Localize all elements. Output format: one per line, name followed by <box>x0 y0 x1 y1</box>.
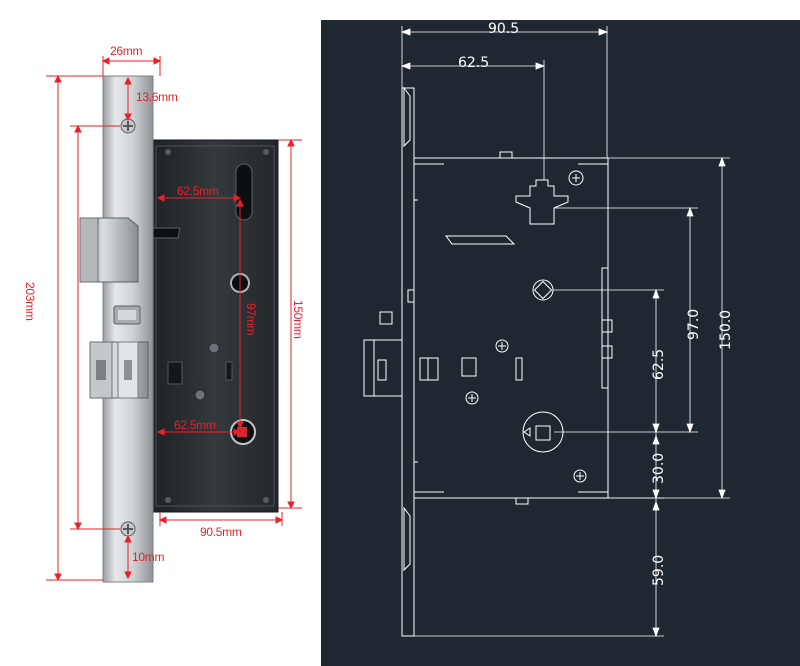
cad-lower-offset-label: 30.0 <box>651 452 667 484</box>
case-depth-label: 90.5mm <box>200 525 242 539</box>
cad-cylinder-to-handle-label: 97.0 <box>686 308 702 340</box>
upper-keyhole <box>235 163 253 221</box>
cad-bottom-offset-label: 59.0 <box>651 554 667 586</box>
cad-outline <box>363 86 613 637</box>
faceplate-width-label: 26mm <box>110 44 143 58</box>
bottom-screw <box>120 521 136 537</box>
cad-handle-spacing-label: 62.5 <box>651 348 667 380</box>
lock-case <box>151 139 279 513</box>
red-dimension-lines <box>46 56 302 582</box>
cad-dimension-lines <box>400 26 730 638</box>
deadbolt <box>89 341 149 399</box>
handle-to-cylinder-label: 97mm <box>244 303 258 336</box>
cad-backset-label: 62.5 <box>458 55 490 71</box>
cad-overall-depth-label: 90.5 <box>488 21 520 37</box>
bottom-screw-offset-label: 10mm <box>132 550 165 564</box>
top-screw-offset-label: 13.6mm <box>136 90 178 104</box>
faceplate <box>102 75 154 583</box>
cad-case-height-label: 150.0 <box>718 309 734 350</box>
top-screw <box>120 118 136 134</box>
lock-photo-panel <box>46 56 302 583</box>
handle-to-cylinder-top-label: 62.5mm <box>177 184 219 198</box>
handle-to-cylinder-bottom-label: 62.5mm <box>174 418 216 432</box>
case-height-label: 150mm <box>291 300 305 339</box>
total-height-label: 203mm <box>23 282 37 321</box>
